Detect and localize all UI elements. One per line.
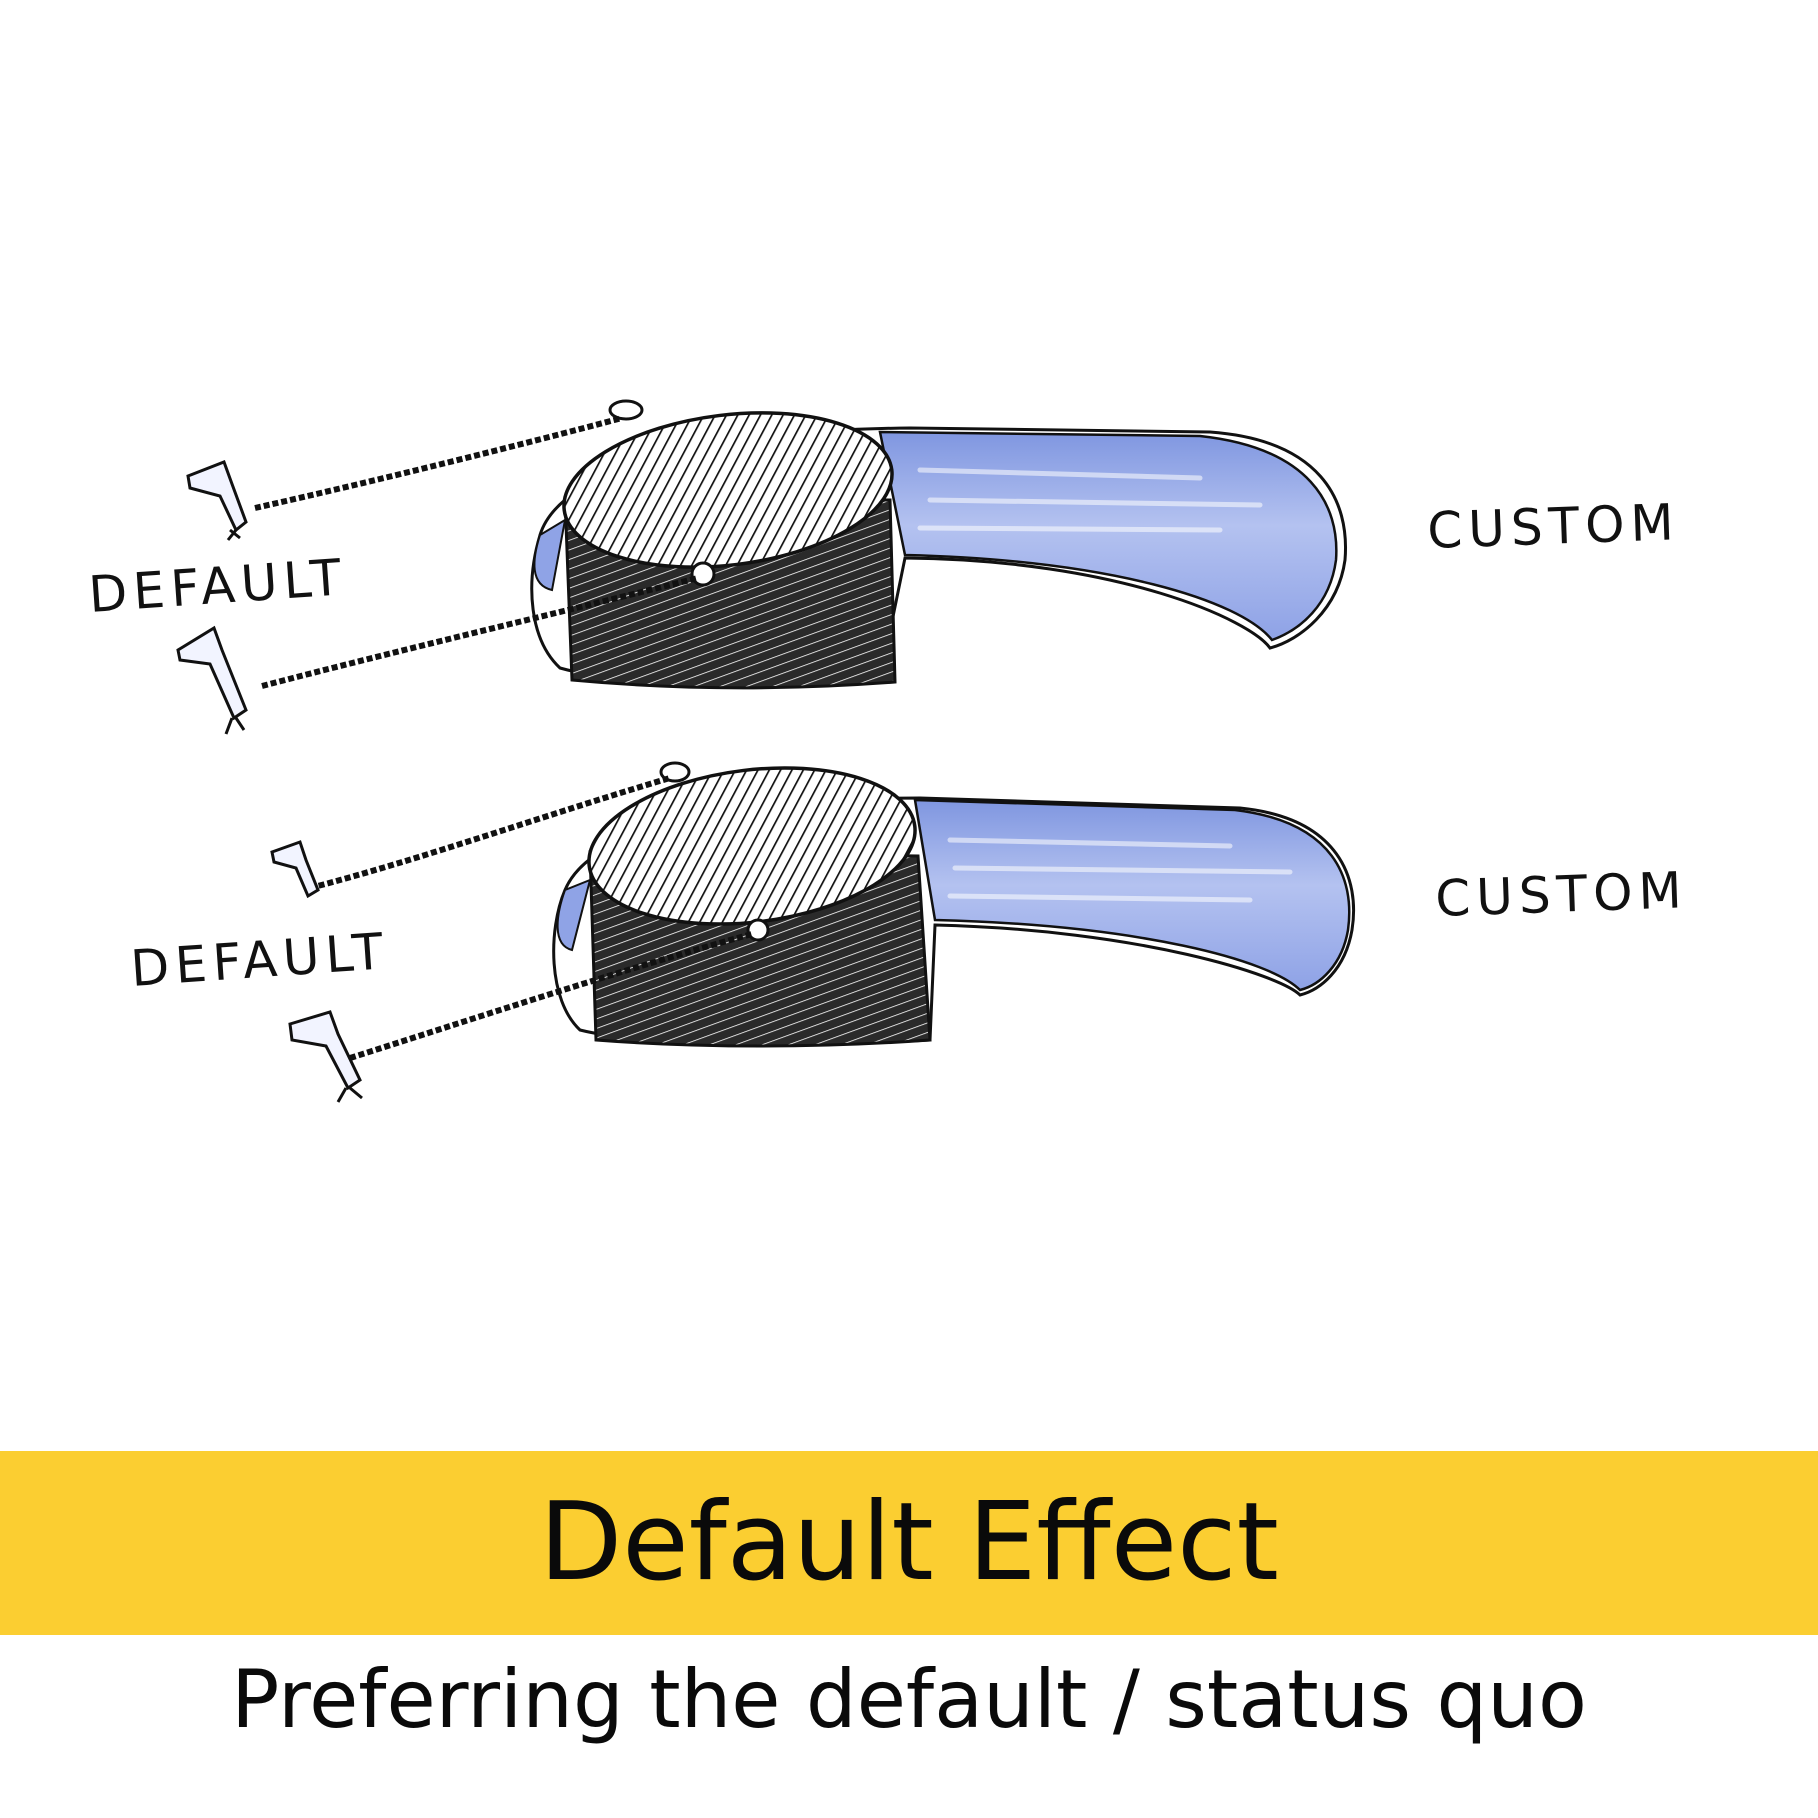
bottom-peg-lower: [746, 918, 770, 942]
bottom-puller-lower: [288, 1010, 363, 1103]
bottom-rope-upper: [309, 775, 671, 891]
top-custom-track: [878, 430, 1338, 642]
top-peg-lower: [690, 561, 716, 587]
illustration: DEFAULT CUSTOM DEFAULT CUSTOM: [87, 399, 1689, 1103]
page-title: Default Effect: [539, 1480, 1279, 1605]
bottom-default-label: DEFAULT: [129, 922, 391, 998]
bottom-puller-upper: [270, 840, 320, 899]
top-peg-upper: [608, 399, 644, 421]
page-subtitle: Preferring the default / status quo: [231, 1653, 1587, 1746]
top-illustration: DEFAULT CUSTOM: [87, 399, 1681, 735]
top-track-streaks: [917, 467, 1263, 533]
bottom-custom-label: CUSTOM: [1434, 861, 1688, 928]
top-left-sliver: [533, 518, 567, 592]
bottom-illustration: DEFAULT CUSTOM: [129, 761, 1689, 1103]
top-custom-label: CUSTOM: [1426, 493, 1680, 560]
top-default-label: DEFAULT: [87, 548, 349, 624]
top-rope-upper: [254, 415, 623, 511]
bottom-custom-track: [913, 798, 1351, 992]
top-rope-lower: [261, 575, 699, 689]
title-band: Default Effect: [0, 1451, 1818, 1635]
bottom-left-sliver: [556, 878, 592, 952]
bottom-rope-lower: [349, 931, 753, 1061]
top-puller-upper: [186, 460, 248, 541]
top-cylinder-top: [562, 411, 894, 569]
bottom-track-streaks: [947, 837, 1293, 903]
top-puller-lower: [176, 625, 248, 735]
